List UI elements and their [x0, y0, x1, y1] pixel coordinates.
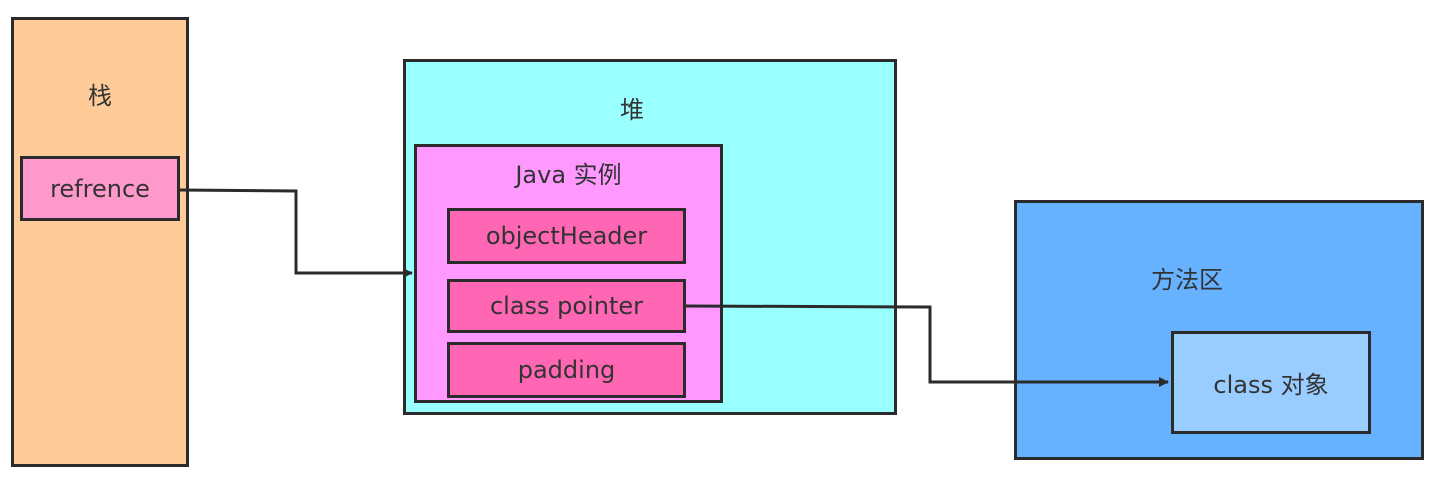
pointer-to-class-object-arrow	[685, 304, 1169, 387]
java-instance-title: Java 实例	[515, 161, 622, 189]
padding-field: padding	[447, 342, 686, 398]
stack-region: 栈	[11, 17, 189, 467]
reference-to-instance-arrow	[179, 188, 413, 278]
class-object-box: class 对象	[1171, 331, 1371, 434]
object-header-field: objectHeader	[447, 208, 686, 264]
stack-title: 栈	[88, 82, 112, 110]
heap-title: 堆	[620, 96, 644, 124]
method-area-title: 方法区	[1151, 266, 1223, 294]
class-pointer-field: class pointer	[447, 279, 686, 333]
reference-box: refrence	[20, 156, 180, 221]
